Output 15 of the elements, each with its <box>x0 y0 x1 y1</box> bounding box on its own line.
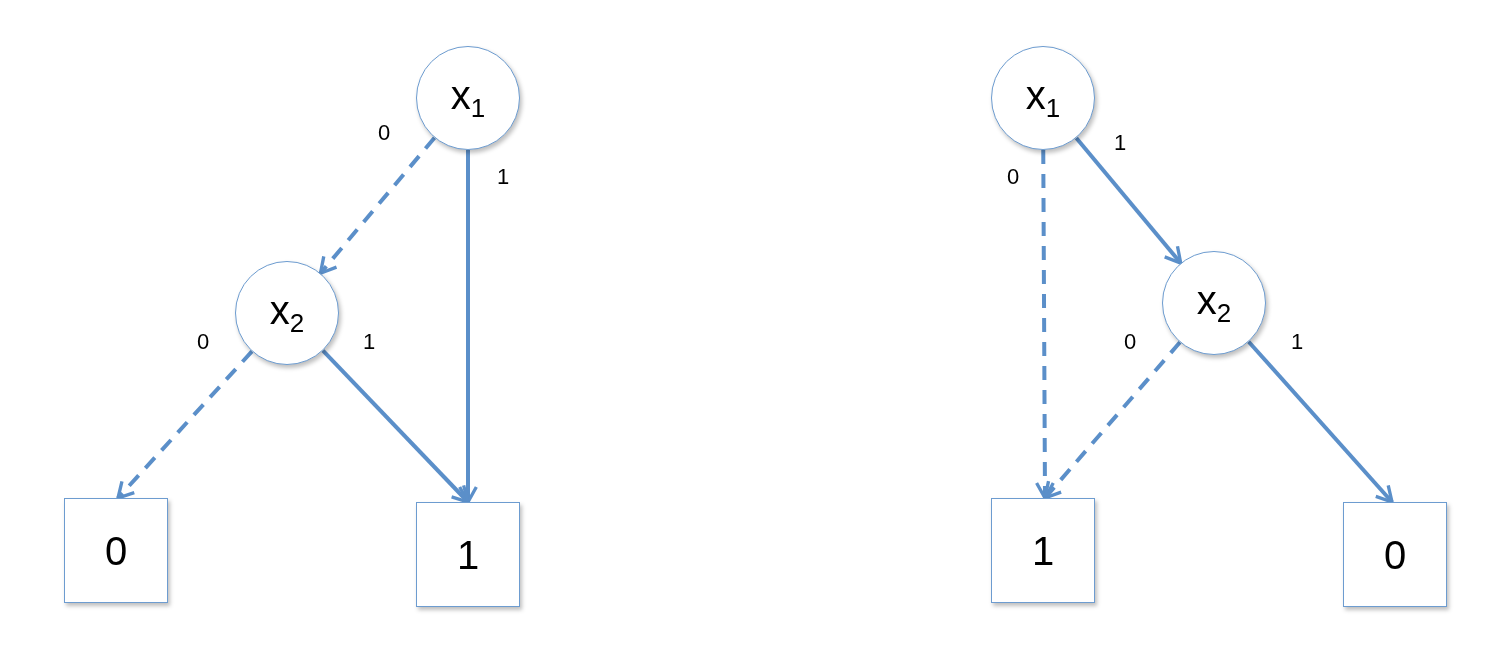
arrow <box>1247 340 1394 504</box>
terminal-box: 1 <box>416 502 520 607</box>
terminal-box: 0 <box>64 498 168 603</box>
arrow <box>116 350 254 500</box>
terminal-box: 0 <box>1343 502 1447 607</box>
arrow <box>318 136 437 275</box>
arrow <box>1074 136 1183 265</box>
variable-node: x$_{2}$ <box>235 261 339 365</box>
terminal-box: 1 <box>991 498 1095 603</box>
variable-node: x$_{2}$ <box>1162 251 1266 355</box>
arrow <box>458 150 478 504</box>
variable-node: x$_{1}$ <box>416 46 520 150</box>
arrow <box>1043 341 1182 500</box>
arrow <box>1034 150 1055 500</box>
variable-node: x$_{1}$ <box>991 46 1095 150</box>
